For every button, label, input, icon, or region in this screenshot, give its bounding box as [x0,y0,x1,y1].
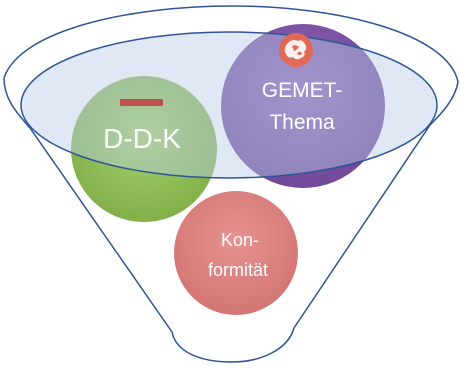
funnel-rim [20,31,438,179]
gemet-label-line2: Thema [269,111,335,134]
konformitaet-circle [174,191,298,315]
ddk-circle [71,76,217,222]
gemet-circle [221,24,385,188]
konformitaet-label-line1: Kon- [221,230,259,250]
gemet-label-line1: GEMET- [262,79,343,102]
ddk-label: D-D-K [103,123,181,154]
europe-map-icon [279,33,313,67]
konformitaet-label-line2: formität [208,260,268,280]
flag-bar-icon [120,99,163,106]
